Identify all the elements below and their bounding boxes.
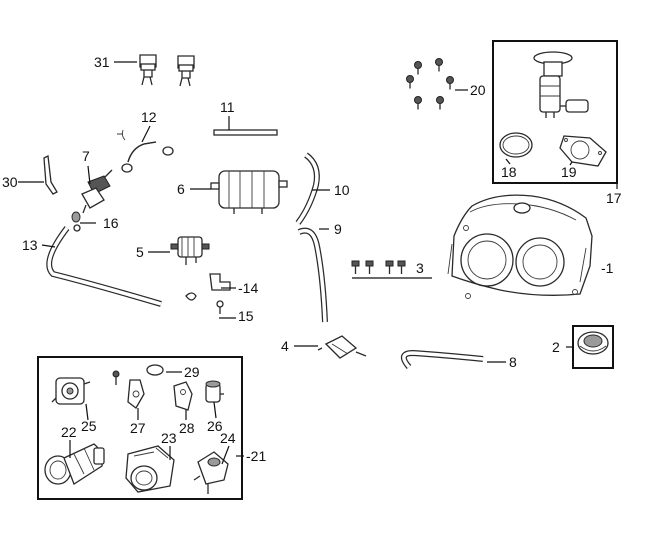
part-3-bolts	[351, 260, 432, 279]
callout-10: 10	[334, 182, 350, 198]
part-4-valve	[317, 335, 367, 359]
part-18-seal-ring	[499, 132, 533, 158]
part-6-canister	[210, 170, 288, 214]
callout-25: 25	[81, 418, 97, 434]
part-24-actuator	[193, 451, 229, 494]
callout-4: 4	[281, 338, 289, 354]
callout-7: 7	[82, 148, 90, 164]
throttle-body-assembly-frame	[37, 356, 243, 500]
part-29-o-ring	[146, 364, 164, 376]
part-7-fuel-filter	[81, 169, 113, 214]
part-30-bracket	[43, 155, 58, 195]
callout-16: 16	[103, 215, 119, 231]
callout-1: -1	[601, 260, 614, 276]
callout-17: 17	[606, 190, 622, 206]
callout-22: 22	[61, 424, 77, 440]
callout-23: 23	[161, 430, 177, 446]
callout-9: 9	[334, 221, 342, 237]
part-25-sensor-block	[51, 377, 91, 405]
callout-2: 2	[552, 339, 560, 355]
part-22-throttle-body	[44, 443, 105, 485]
callout-18: 18	[501, 164, 517, 180]
callout-20: 20	[470, 82, 486, 98]
part-23-throttle-body	[125, 445, 175, 493]
callout-12: 12	[141, 109, 157, 125]
part-19-gasket	[559, 135, 607, 167]
part-5-valve	[170, 236, 210, 265]
part-14-elbow	[209, 273, 231, 291]
callout-15: 15	[238, 308, 254, 324]
callout-5: 5	[136, 244, 144, 260]
callout-6: 6	[177, 181, 185, 197]
callout-28: 28	[179, 420, 195, 436]
callout-29: 29	[184, 364, 200, 380]
part-15-screw	[185, 292, 224, 314]
part-17-fuel-pump	[533, 51, 589, 118]
callout-13: 13	[22, 237, 38, 253]
part-11-hose	[213, 129, 278, 136]
part-8-hose	[400, 349, 484, 369]
part-12-hose	[117, 129, 174, 173]
part-27-bracket	[112, 370, 145, 409]
part-26-sensor	[205, 380, 224, 403]
part-31-fittings	[139, 54, 195, 87]
part-2-fuel-cap	[572, 325, 614, 369]
callout-3: 3	[416, 260, 424, 276]
fuel-pump-assembly-frame	[492, 40, 618, 184]
leader-lines	[18, 61, 573, 465]
callout-labels: -1 2 3 4 5 6 7 8 9 10 11 12 13 -14 15 16…	[2, 54, 622, 464]
callout-24: 24	[220, 430, 236, 446]
part-13-hose	[46, 226, 162, 307]
part-1-fuel-tank	[447, 194, 593, 299]
part-20-screws	[406, 58, 454, 110]
part-9-hose	[297, 227, 328, 323]
callout-19: 19	[561, 164, 577, 180]
callout-8: 8	[509, 354, 517, 370]
callout-11: 11	[220, 99, 235, 115]
callout-26: 26	[207, 418, 223, 434]
part-28-plate	[173, 381, 193, 411]
callout-21: -21	[246, 448, 266, 464]
part-10-hose	[295, 152, 320, 225]
callout-14: -14	[238, 280, 258, 296]
callout-27: 27	[130, 420, 146, 436]
callout-31: 31	[94, 54, 110, 70]
part-16-clamp	[71, 211, 81, 232]
callout-30: 30	[2, 174, 18, 190]
